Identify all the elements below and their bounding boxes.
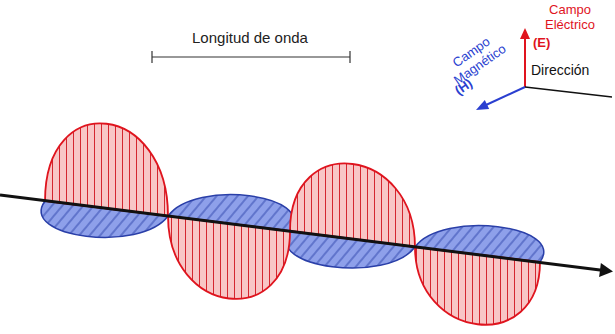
electric-lobes [45, 123, 540, 324]
propagation-axis [0, 195, 613, 277]
wavelength-bracket [152, 51, 350, 63]
field-label: Campo Eléctrico [533, 3, 607, 33]
field-label: Campo Magnético [436, 25, 515, 93]
dimension-label: Longitud de onda [150, 29, 350, 46]
direction-label: Dirección [531, 62, 611, 78]
axes-icon [476, 28, 612, 110]
field-symbol: (E) [533, 36, 563, 51]
